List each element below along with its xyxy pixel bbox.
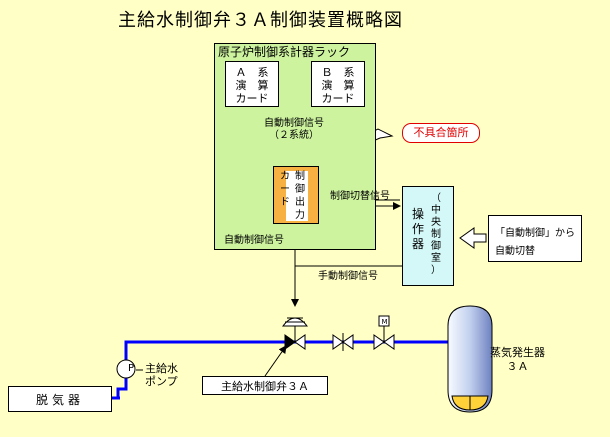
output-card: カ ー ド 制 御 出 力 [273, 166, 319, 224]
output-card-inner [286, 171, 308, 221]
card-a: Ａ 系 演 算 カード [225, 61, 279, 107]
console-label: 操 作 器 [411, 207, 424, 251]
auto-signal-2ch-label: 自動制御信号 （２系統） [264, 118, 324, 141]
motor-valve-symbol [373, 315, 395, 350]
central-control-room-label: （ 中 央 制 御 室 ） [431, 193, 441, 276]
rack-title: 原子炉制御系計器ラック [218, 45, 351, 59]
deaerator: 脱気器 [8, 386, 112, 412]
auto-switch-box: 「自動制御」から 自動切替 [488, 215, 582, 262]
pump-symbol-label: P [127, 363, 135, 374]
output-card-col-left: カ ー ド [280, 171, 290, 208]
valve-leader [264, 345, 287, 377]
switch-signal-label: 制御切替信号 [330, 191, 390, 202]
control-valve-label: 主給水制御弁３Ａ [202, 376, 328, 395]
steam-generator-label: 蒸気発生器 ３Ａ [490, 346, 545, 373]
pump-label: 主給水 ポンプ [145, 362, 178, 388]
manual-signal-label: 手動制御信号 [318, 271, 378, 282]
fault-location-label: 不具合箇所 [402, 123, 480, 143]
card-b: Ｂ 系 演 算 カード [311, 61, 365, 107]
steam-generator-symbol [447, 305, 493, 413]
auto-switch-arrow [459, 227, 487, 249]
check-valve-symbol [332, 333, 354, 351]
pump-symbol [116, 359, 136, 379]
diagram-title: 主給水制御弁３Ａ制御装置概略図 [118, 10, 403, 31]
motor-symbol-label: M [381, 318, 388, 326]
auto-signal-label: 自動制御信号 [224, 235, 284, 246]
operation-console: 操 作 器 （ 中 央 制 御 室 ） [402, 186, 454, 286]
control-valve-symbol [281, 317, 309, 350]
output-card-col-right: 制 御 出 力 [295, 171, 305, 221]
